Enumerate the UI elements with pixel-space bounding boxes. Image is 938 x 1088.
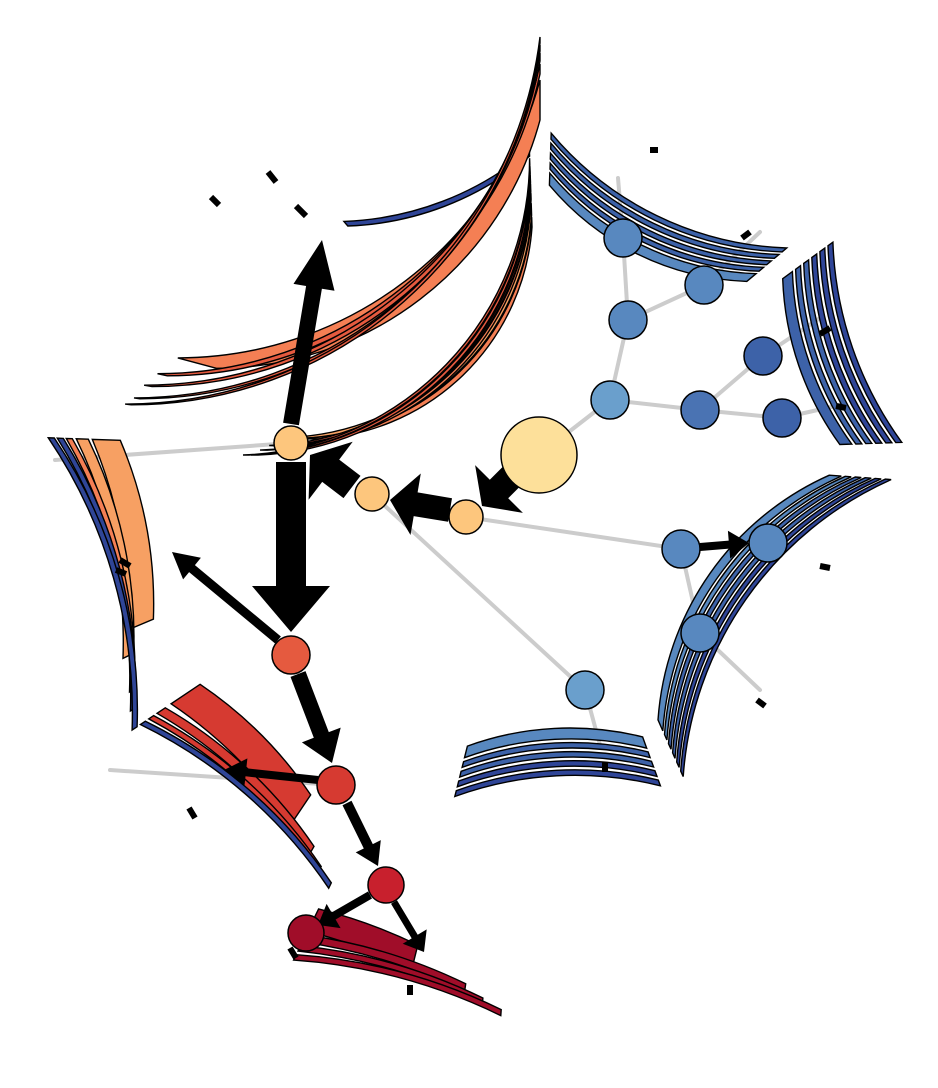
arc-blue-bot2 bbox=[461, 741, 652, 769]
arc-tick-6 bbox=[186, 806, 198, 820]
arc-navy-top bbox=[342, 148, 531, 227]
arc-blue-r6 bbox=[827, 240, 904, 444]
arc-tick-11 bbox=[818, 325, 832, 337]
arc-blue-bot5 bbox=[453, 769, 662, 798]
arc-blue-b1 bbox=[548, 171, 758, 283]
arc-blue-r5 bbox=[819, 246, 894, 444]
node-y3 bbox=[448, 499, 484, 535]
arrow-r3-r4 bbox=[318, 891, 372, 929]
arc-crimson-thin-3 bbox=[292, 953, 502, 1017]
arc-blue-b4 bbox=[549, 141, 781, 260]
arc-blue-b5 bbox=[550, 131, 789, 253]
arc-crimson-thin-2 bbox=[296, 944, 484, 1006]
node-r2 bbox=[316, 765, 356, 805]
node-b3 bbox=[603, 218, 643, 258]
arrow-y3-y2 bbox=[390, 473, 452, 535]
arc-blue-bot3 bbox=[458, 750, 655, 779]
arc-tick-7 bbox=[287, 946, 299, 960]
arc-tick-4 bbox=[118, 557, 132, 569]
arc-red-thin-3 bbox=[138, 720, 333, 890]
node-b8 bbox=[661, 529, 701, 569]
arc-red-thin-2 bbox=[147, 714, 323, 874]
arc-tick-2 bbox=[265, 170, 279, 184]
arc-blue-r3 bbox=[802, 258, 874, 445]
node-y1 bbox=[273, 425, 309, 461]
node-b2 bbox=[608, 300, 648, 340]
arc-red-outer-4 bbox=[125, 36, 541, 406]
arc-blue-r1 bbox=[781, 270, 854, 446]
edge-y3-b8 bbox=[464, 515, 683, 551]
arc-tick-5 bbox=[114, 567, 128, 577]
arc-blue-b2 bbox=[549, 161, 766, 272]
arc-tick-3 bbox=[208, 194, 222, 208]
node-r3 bbox=[367, 866, 405, 904]
node-b4 bbox=[684, 265, 724, 305]
arc-blue-l6 bbox=[679, 478, 892, 777]
node-b7 bbox=[762, 398, 802, 438]
arrow-y1-r1 bbox=[252, 462, 330, 632]
arrow-r1-r2 bbox=[290, 671, 341, 763]
node-b5 bbox=[680, 390, 720, 430]
node-b6 bbox=[743, 336, 783, 376]
node-b11 bbox=[565, 670, 605, 710]
node-b9 bbox=[748, 523, 788, 563]
arc-blue-b3 bbox=[549, 151, 774, 266]
arc-red-big bbox=[169, 683, 312, 826]
arrow-b8-b9 bbox=[699, 530, 749, 559]
arrow-r3-bottom bbox=[391, 900, 427, 952]
node-y2 bbox=[354, 476, 390, 512]
arc-orange-e bbox=[242, 158, 531, 456]
flow-arrows-layer bbox=[114, 147, 847, 995]
nodes-layer bbox=[271, 218, 802, 952]
arc-tick-10 bbox=[740, 229, 752, 241]
arc-tick-12 bbox=[835, 403, 847, 411]
arrow-y1-orange bbox=[283, 240, 335, 426]
arrow-r2-r3 bbox=[342, 800, 381, 866]
arc-blue-r2 bbox=[794, 264, 864, 445]
node-r1 bbox=[271, 635, 311, 675]
node-b10 bbox=[680, 613, 720, 653]
arc-tick-13 bbox=[819, 563, 831, 571]
arc-blue-bot1 bbox=[463, 727, 648, 759]
arc-tick-14 bbox=[755, 697, 767, 709]
arrow-y2-y1 bbox=[308, 441, 361, 500]
arc-blue-r4 bbox=[811, 252, 884, 445]
arc-red-thin-1 bbox=[155, 706, 315, 857]
node-r4 bbox=[287, 914, 325, 952]
arc-left-thin-3 bbox=[46, 437, 139, 732]
arc-crimson-thin-1 bbox=[301, 934, 467, 993]
node-b1 bbox=[590, 380, 630, 420]
node-root bbox=[500, 416, 578, 494]
arrow-r2-left bbox=[224, 758, 319, 787]
arrow-r1-left bbox=[172, 552, 281, 644]
arc-tick-1 bbox=[293, 203, 309, 219]
